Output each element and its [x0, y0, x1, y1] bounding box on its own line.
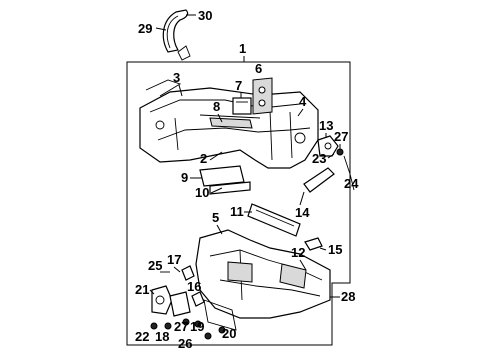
hvac-lower-case	[195, 229, 331, 331]
resistor-module	[232, 97, 252, 115]
callout-25: 25	[148, 258, 162, 273]
callout-18: 18	[155, 329, 169, 344]
callout-16: 16	[187, 279, 201, 294]
callout-19: 19	[190, 319, 204, 334]
gasket-plate	[252, 77, 273, 115]
callout-23: 23	[312, 151, 326, 166]
callout-29: 29	[138, 21, 152, 36]
callout-15: 15	[328, 242, 342, 257]
assembly-outline	[126, 61, 351, 346]
callout-27-upper: 27	[334, 129, 348, 144]
callout-26: 26	[178, 336, 192, 351]
callout-22: 22	[135, 329, 149, 344]
callout-6: 6	[255, 61, 262, 76]
callout-14: 14	[295, 205, 310, 220]
callout-4: 4	[299, 94, 307, 109]
callout-13: 13	[319, 118, 333, 133]
callout-21: 21	[135, 282, 149, 297]
callout-1: 1	[239, 41, 246, 56]
callout-2: 2	[200, 151, 207, 166]
callout-12: 12	[291, 245, 305, 260]
small-hardware	[150, 265, 226, 340]
callout-17: 17	[167, 252, 181, 267]
control-cable	[343, 155, 355, 191]
callout-20: 20	[222, 326, 236, 341]
callout-10: 10	[195, 185, 209, 200]
air-filter	[247, 203, 301, 237]
callout-5: 5	[212, 210, 219, 225]
callout-3: 3	[173, 70, 180, 85]
heater-hose	[162, 9, 191, 61]
callout-8: 8	[213, 99, 220, 114]
callout-9: 9	[181, 170, 188, 185]
callout-27-lower: 27	[174, 319, 188, 334]
callout-28: 28	[341, 289, 355, 304]
callout-7: 7	[235, 78, 242, 93]
mode-door	[199, 165, 251, 195]
callout-11: 11	[230, 204, 244, 219]
callout-30: 30	[198, 8, 212, 23]
callout-24: 24	[344, 176, 359, 191]
sensor-plug	[304, 237, 323, 251]
hvac-upper-case	[139, 79, 319, 169]
